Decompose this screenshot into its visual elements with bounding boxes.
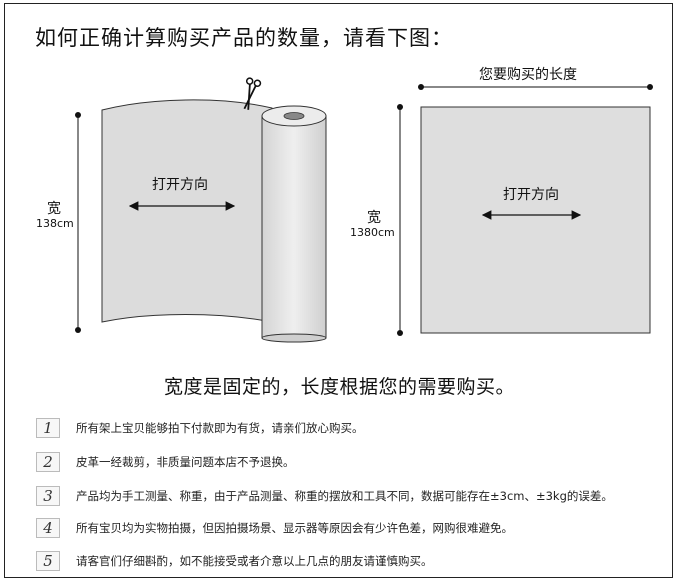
note-text: 请客官们仔细斟酌，如不能接受或者介意以上几点的朋友请谨慎购买。 [76, 554, 433, 568]
left-width-label: 宽 [47, 201, 61, 217]
note-item: 4 所有宝贝均为实物拍摄，但因拍摄场景、显示器等原因会有少许色差，网购很难避免。 [36, 518, 513, 538]
right-length-dimension [418, 84, 653, 90]
note-number: 4 [36, 518, 60, 538]
note-item: 2 皮革一经裁剪，非质量问题本店不予退换。 [36, 452, 295, 472]
note-text: 产品均为手工测量、称重，由于产品测量、称重的摆放和工具不同，数据可能存在±3cm… [76, 489, 613, 503]
right-width-dimension [397, 104, 403, 336]
note-text: 所有架上宝贝能够拍下付款即为有货，请亲们放心购买。 [76, 421, 364, 435]
main-statement: 宽度是固定的，长度根据您的需要购买。 [163, 376, 515, 398]
left-width-value: 138cm [36, 217, 74, 230]
right-width-value: 1380cm [350, 226, 395, 239]
note-text: 所有宝贝均为实物拍摄，但因拍摄场景、显示器等原因会有少许色差，网购很难避免。 [76, 521, 513, 535]
outer-frame [4, 3, 673, 578]
right-length-label: 您要购买的长度 [479, 67, 577, 83]
right-width-label: 宽 [367, 210, 381, 226]
note-number: 3 [36, 486, 60, 506]
left-direction-label: 打开方向 [152, 177, 208, 193]
note-text: 皮革一经裁剪，非质量问题本店不予退换。 [76, 455, 295, 469]
note-number: 2 [36, 452, 60, 472]
unrolled-leather-sheet [101, 99, 273, 323]
right-direction-label: 打开方向 [503, 187, 559, 203]
scissors-icon [243, 77, 262, 110]
note-number: 1 [36, 418, 60, 438]
page-title: 如何正确计算购买产品的数量，请看下图： [35, 26, 453, 50]
note-item: 1 所有架上宝贝能够拍下付款即为有货，请亲们放心购买。 [36, 418, 364, 438]
note-item: 5 请客官们仔细斟酌，如不能接受或者介意以上几点的朋友请谨慎购买。 [36, 551, 433, 571]
purchased-sheet [420, 106, 651, 334]
note-item: 3 产品均为手工测量、称重，由于产品测量、称重的摆放和工具不同，数据可能存在±3… [36, 486, 613, 506]
leather-roll [261, 105, 327, 343]
left-width-dimension [75, 112, 81, 333]
note-number: 5 [36, 551, 60, 571]
